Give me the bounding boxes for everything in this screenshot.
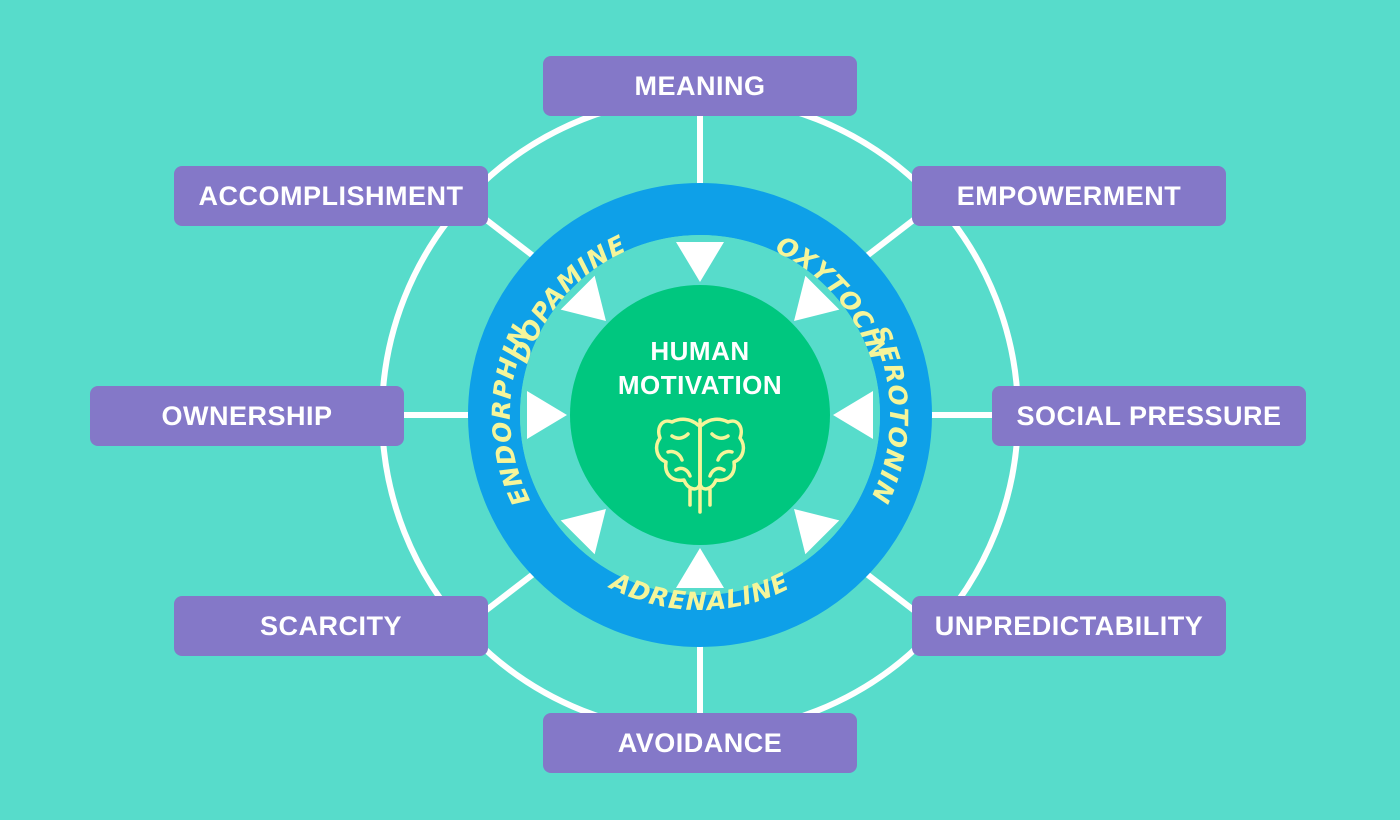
driver-empowerment-label: EMPOWERMENT (956, 180, 1182, 211)
center-title-line2: MOTIVATION (617, 370, 783, 400)
driver-unpredictability: UNPREDICTABILITY (912, 596, 1226, 656)
driver-avoidance-label: AVOIDANCE (617, 727, 783, 758)
driver-accomplishment: ACCOMPLISHMENT (174, 166, 488, 226)
driver-unpredictability-label: UNPREDICTABILITY (934, 610, 1204, 641)
arrow-right (833, 391, 873, 439)
arrow-bottom-right (794, 509, 840, 555)
driver-scarcity: SCARCITY (174, 596, 488, 656)
center-title: HUMAN MOTIVATION (570, 334, 830, 402)
driver-scarcity-label: SCARCITY (259, 610, 402, 641)
arrow-bottom-left (560, 509, 606, 555)
driver-meaning: MEANING (543, 56, 857, 116)
driver-accomplishment-label: ACCOMPLISHMENT (198, 180, 464, 211)
arrow-top (676, 242, 724, 282)
neurotransmitter-ring (468, 183, 932, 647)
driver-social-pressure-label: SOCIAL PRESSURE (1016, 400, 1282, 431)
driver-empowerment: EMPOWERMENT (912, 166, 1226, 226)
arrow-bottom (676, 548, 724, 588)
driver-meaning-label: MEANING (634, 70, 766, 101)
arrows (527, 242, 873, 588)
arrow-top-right (794, 275, 840, 321)
driver-avoidance: AVOIDANCE (543, 713, 857, 773)
driver-ownership-label: OWNERSHIP (161, 400, 333, 431)
center-title-line1: HUMAN (650, 336, 750, 366)
arrow-top-left (560, 275, 606, 321)
arrow-left (527, 391, 567, 439)
driver-ownership: OWNERSHIP (90, 386, 404, 446)
driver-social-pressure: SOCIAL PRESSURE (992, 386, 1306, 446)
core-circle (570, 285, 830, 545)
brain-icon (654, 417, 746, 514)
